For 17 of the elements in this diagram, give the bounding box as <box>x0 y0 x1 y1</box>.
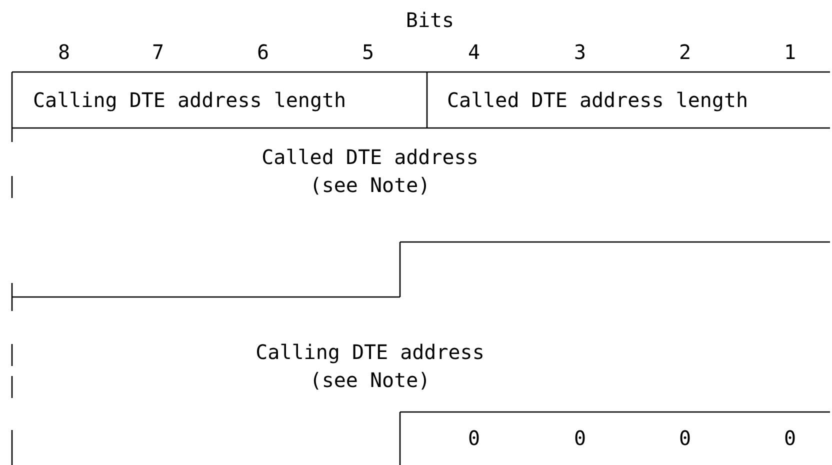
bits-heading: Bits <box>406 7 454 34</box>
field-name: Called DTE address length <box>447 86 748 114</box>
bit-number: 7 <box>152 39 164 66</box>
bit-number: 6 <box>256 39 270 66</box>
bit-number: 2 <box>678 39 692 66</box>
bit-value: 0 <box>678 425 692 452</box>
field-name: Calling DTE address (see Note) <box>240 338 500 394</box>
bit-value: 0 <box>784 425 796 452</box>
bit-number: 4 <box>468 39 480 66</box>
bit-number: 3 <box>574 39 586 66</box>
bit-number: 5 <box>362 39 374 66</box>
bit-value: 0 <box>574 425 586 452</box>
field-name: Calling DTE address length <box>33 86 346 114</box>
bit-value: 0 <box>468 425 480 452</box>
bit-number: 8 <box>58 39 70 66</box>
field-name: Called DTE address (see Note) <box>250 143 490 199</box>
bit-number: 1 <box>784 39 796 66</box>
